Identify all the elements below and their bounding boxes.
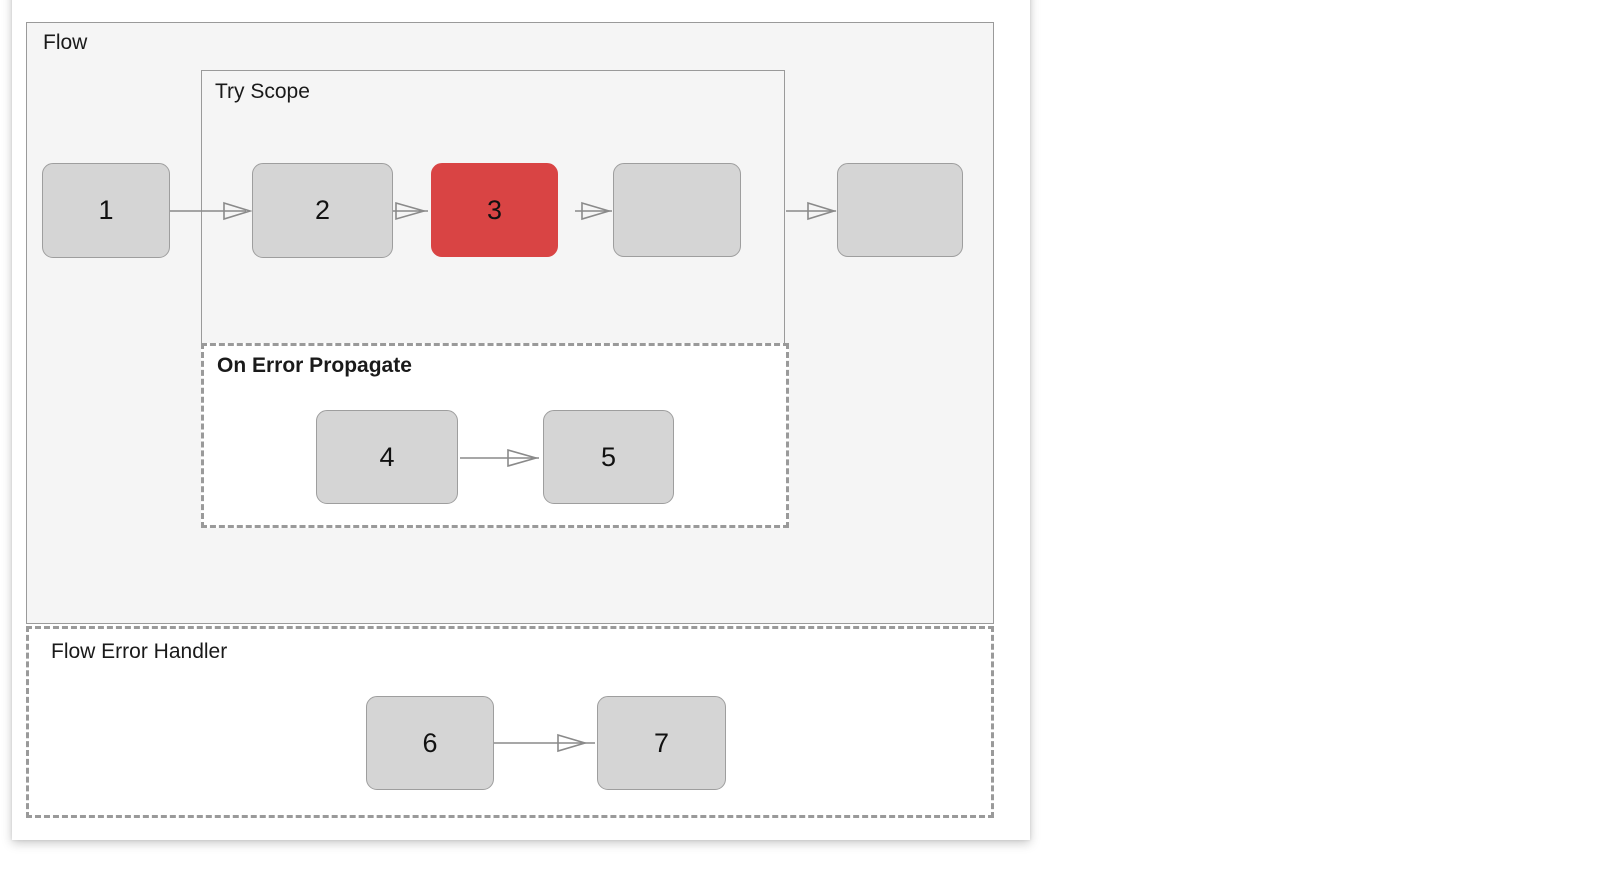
node-8-label: 6 [422, 727, 438, 758]
node-6-label: 4 [379, 441, 395, 472]
node-2-label: 2 [314, 195, 331, 225]
node-2[interactable]: 2 [252, 163, 393, 258]
container-flow-label: Flow [43, 31, 88, 54]
node-3-error[interactable]: 3 [431, 163, 558, 257]
container-on-error-propagate-label: On Error Propagate [217, 354, 412, 377]
node-6[interactable]: 4 [316, 410, 458, 504]
node-4-unlabeled[interactable] [613, 163, 741, 257]
node-1-label: 1 [98, 195, 114, 225]
node-9-label: 7 [653, 727, 670, 758]
node-5-unlabeled[interactable] [837, 163, 963, 257]
node-1[interactable]: 1 [42, 163, 170, 258]
container-try-scope-label: Try Scope [215, 80, 310, 103]
node-7[interactable]: 5 [543, 410, 674, 504]
node-3-label: 3 [486, 194, 503, 225]
container-flow-error-handler-label: Flow Error Handler [51, 640, 228, 663]
container-on-error-propagate[interactable]: On Error Propagate [201, 343, 789, 528]
node-7-label: 5 [600, 441, 617, 472]
container-flow-error-handler[interactable]: Flow Error Handler [26, 626, 994, 818]
node-8[interactable]: 6 [366, 696, 494, 790]
node-9[interactable]: 7 [597, 696, 726, 790]
